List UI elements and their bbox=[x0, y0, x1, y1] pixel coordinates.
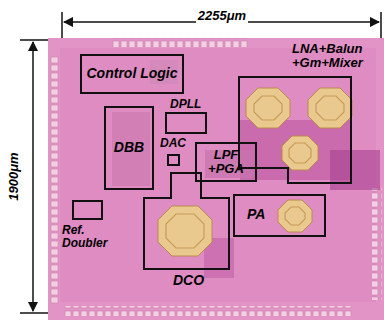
block-label: DCO bbox=[173, 273, 204, 288]
block-label: DBB bbox=[114, 140, 144, 155]
block-label: LPF +PGA bbox=[204, 148, 248, 177]
dac-block: DAC bbox=[167, 154, 180, 166]
block-label: LNA+Balun +Gm+Mixer bbox=[292, 42, 380, 71]
block-label: Control Logic bbox=[87, 66, 178, 81]
block-label: Ref. Doubler bbox=[62, 224, 116, 250]
lpf-pga-block: LPF +PGA bbox=[195, 142, 257, 182]
control-logic-block: Control Logic bbox=[80, 54, 184, 94]
dbb-block: DBB bbox=[104, 106, 154, 190]
block-label: PA bbox=[247, 207, 265, 222]
pa-block: PA bbox=[233, 194, 326, 237]
height-dimension: 1900μm bbox=[6, 150, 21, 202]
block-label: DPLL bbox=[170, 98, 201, 111]
dco-block: DCO bbox=[143, 172, 230, 270]
ref-doubler-block: Ref. Doubler bbox=[72, 200, 103, 220]
dpll-block: DPLL bbox=[165, 112, 207, 134]
block-label: DAC bbox=[160, 137, 186, 150]
width-dimension: 2255μm bbox=[196, 8, 248, 23]
block-outline bbox=[143, 172, 230, 270]
